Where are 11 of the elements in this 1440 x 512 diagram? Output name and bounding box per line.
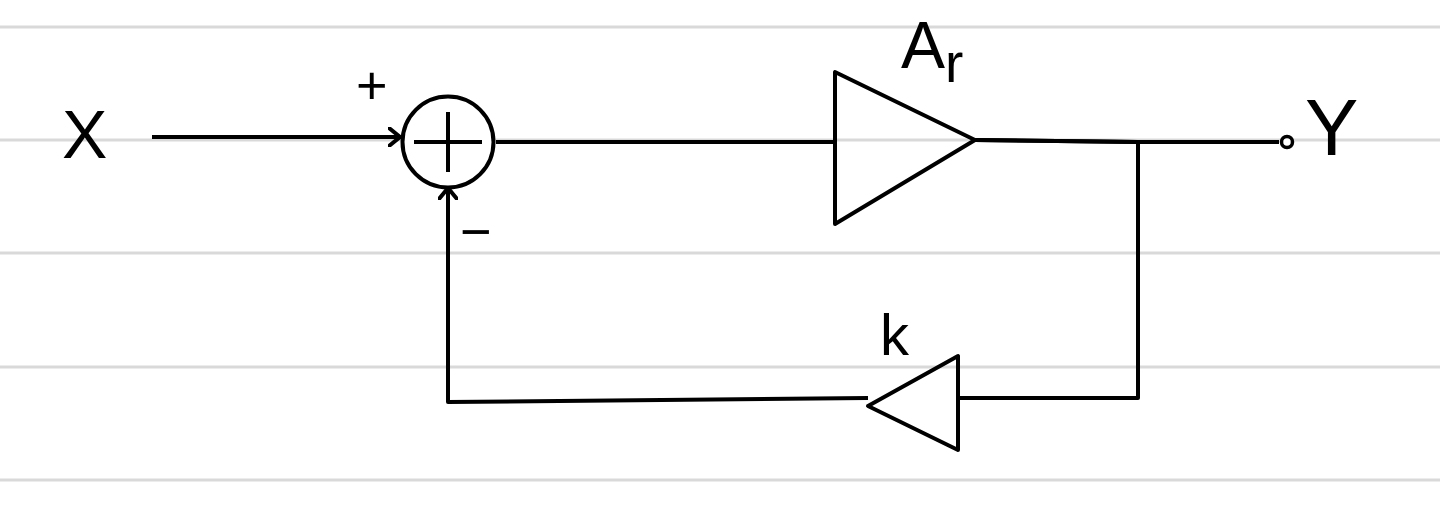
- output-terminal: [1279, 134, 1295, 150]
- gain-label: A$_{r}$: [901, 12, 964, 92]
- connector-line: [958, 138, 1140, 400]
- minus-sign: −: [460, 204, 492, 258]
- plus-sign: +: [356, 58, 388, 112]
- summing-junction: [400, 94, 496, 190]
- gain-label: k: [880, 306, 909, 364]
- output-label: Y: [1305, 88, 1359, 168]
- arrow: [152, 126, 402, 148]
- connector-line: [496, 140, 835, 144]
- input-label: X: [62, 100, 108, 168]
